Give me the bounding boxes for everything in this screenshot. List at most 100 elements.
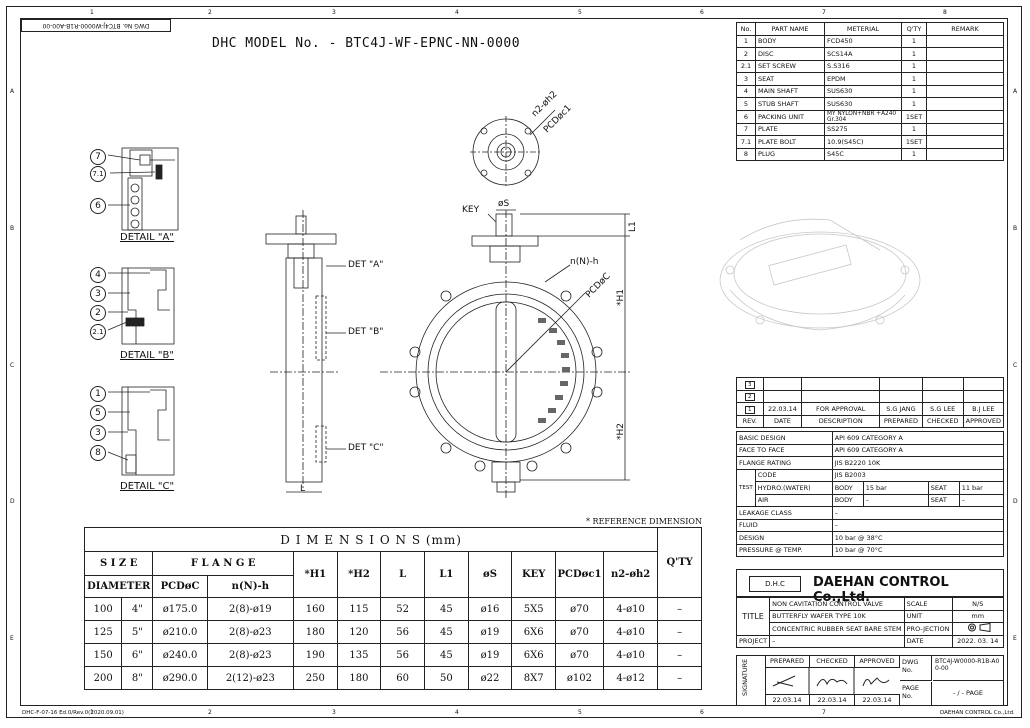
dims-cell: 6X6 xyxy=(511,620,556,644)
title-line: NON CAVITATION CONTROL VALVE xyxy=(769,597,905,611)
dims-cell: 56 xyxy=(380,643,425,667)
title-row: BUTTERFLY WAFER TYPE 10K UNIT mm xyxy=(737,609,1005,623)
date-value: 2022. 03. 14 xyxy=(951,634,1005,648)
h1-label: *H1 xyxy=(616,289,626,306)
title-line: BUTTERFLY WAFER TYPE 10K xyxy=(769,609,905,623)
spec-value: JIS B2003 xyxy=(831,468,1005,482)
rev-triangle: 3 xyxy=(736,377,764,391)
dims-cell: ø16 xyxy=(467,597,513,621)
handwritten-signatures xyxy=(772,668,890,694)
dims-cell: 115 xyxy=(336,597,382,621)
scale-value: N/S xyxy=(951,597,1005,611)
spec-value: SEAT xyxy=(927,481,960,495)
zone-marker: 1 xyxy=(90,9,94,16)
zone-marker: 7 xyxy=(822,709,826,716)
callout-bubble: 3 xyxy=(90,425,106,441)
det-c-label: DET "C" xyxy=(348,443,384,453)
dims-cell: 4-ø10 xyxy=(602,643,659,667)
dims-header-cell: øS xyxy=(467,551,513,598)
dims-cell: 5" xyxy=(121,620,154,644)
rev-chk xyxy=(921,389,964,403)
dims-cell: ø175.0 xyxy=(152,597,208,621)
dims-header-cell: *H1 xyxy=(292,551,338,598)
zone-marker: A xyxy=(1013,88,1018,95)
projection-label: PRO-JECTION xyxy=(903,622,953,636)
spec-label: DESIGN xyxy=(736,531,833,545)
model-title: DHC MODEL No. - BTC4J-WF-EPNC-NN-0000 xyxy=(212,36,521,51)
title-row: CONCENTRIC RUBBER SEAT BARE STEM PRO-JEC… xyxy=(737,622,1005,636)
zone-marker: 5 xyxy=(578,709,582,716)
dims-header-cell: PCDøc1 xyxy=(555,551,604,598)
zone-marker: E xyxy=(10,635,14,642)
dims-cell: 52 xyxy=(380,597,425,621)
l-dimension-label: L xyxy=(300,484,306,494)
rev-chk xyxy=(921,377,964,391)
spec-value: API 609 CATEGORY A xyxy=(831,443,1005,457)
spec-label: CODE xyxy=(754,468,833,482)
rev-header: PREPARED xyxy=(879,414,923,428)
dims-cell: 250 xyxy=(292,666,338,690)
test-label: TEST xyxy=(736,468,756,507)
spec-value: SEAT xyxy=(927,493,960,507)
rev-number: 2 xyxy=(745,393,755,402)
dims-cell: 45 xyxy=(423,597,469,621)
spec-value: 10 bar @ 38°C xyxy=(831,531,1005,545)
rev-prep xyxy=(879,377,923,391)
dims-cell: ø102 xyxy=(555,666,604,690)
signature-block: SIGNATURE PREPARED CHECKED APPROVED 22.0… xyxy=(736,655,1004,706)
rev-appr xyxy=(962,389,1005,403)
dims-cell: 160 xyxy=(292,597,338,621)
dims-cell: ø210.0 xyxy=(152,620,208,644)
dims-flange-header: F L A N G E xyxy=(152,551,294,576)
dims-cell: – xyxy=(657,620,702,644)
dims-cell: ø70 xyxy=(555,597,604,621)
detail-b-drawing xyxy=(107,267,175,345)
spec-value: JIS B2220 10K xyxy=(831,456,1005,470)
callout-bubble: 7 xyxy=(90,149,106,165)
zone-marker: 6 xyxy=(700,709,704,716)
h2-label: *H2 xyxy=(616,423,626,440)
detail-a-drawing xyxy=(107,147,179,231)
spec-label: FACE TO FACE xyxy=(736,443,833,457)
rev-desc: FOR APPROVAL xyxy=(801,402,881,416)
callout-bubble: 5 xyxy=(90,405,106,421)
dims-header-row: S I Z E F L A N G E *H1 *H2 L L1 øS KEY … xyxy=(83,551,702,598)
spec-value: – xyxy=(831,506,1005,520)
dims-header-cell: *H2 xyxy=(336,551,382,598)
dims-nnh-header: n(N)-h xyxy=(206,575,294,598)
zone-marker: 1 xyxy=(90,709,94,716)
dims-cell: 2(8)-ø23 xyxy=(206,620,294,644)
dims-cell: 2(8)-ø23 xyxy=(206,643,294,667)
dims-cell: ø22 xyxy=(467,666,513,690)
sig-head: CHECKED xyxy=(810,656,855,668)
dims-cell: 4-ø12 xyxy=(602,666,659,690)
dims-header-cell: KEY xyxy=(511,551,556,598)
reference-note: * REFERENCE DIMENSION xyxy=(586,517,702,526)
unit-value: mm xyxy=(951,609,1005,623)
dims-cell: 4-ø10 xyxy=(602,620,659,644)
sig-head: PREPARED xyxy=(765,656,810,668)
dims-cell: 180 xyxy=(292,620,338,644)
footer-company: DAEHAN CONTROL Co.,Ltd. xyxy=(940,710,1015,716)
title-row: TITLE NON CAVITATION CONTROL VALVE SCALE… xyxy=(735,597,1005,636)
det-b-label: DET "B" xyxy=(348,327,384,337)
spec-label: FLUID xyxy=(736,518,833,532)
dims-cell: ø19 xyxy=(467,643,513,667)
spec-label: LEAKAGE CLASS xyxy=(736,506,833,520)
part-remark xyxy=(926,109,1004,124)
zone-marker: A xyxy=(10,88,15,95)
zone-marker: 7 xyxy=(822,9,826,16)
rev-desc xyxy=(801,389,881,403)
rev-header: DATE xyxy=(762,414,803,428)
key-label: KEY xyxy=(462,205,480,215)
rev-header: DESCRIPTION xyxy=(801,414,881,428)
company-logo: D.H.C xyxy=(749,576,801,592)
